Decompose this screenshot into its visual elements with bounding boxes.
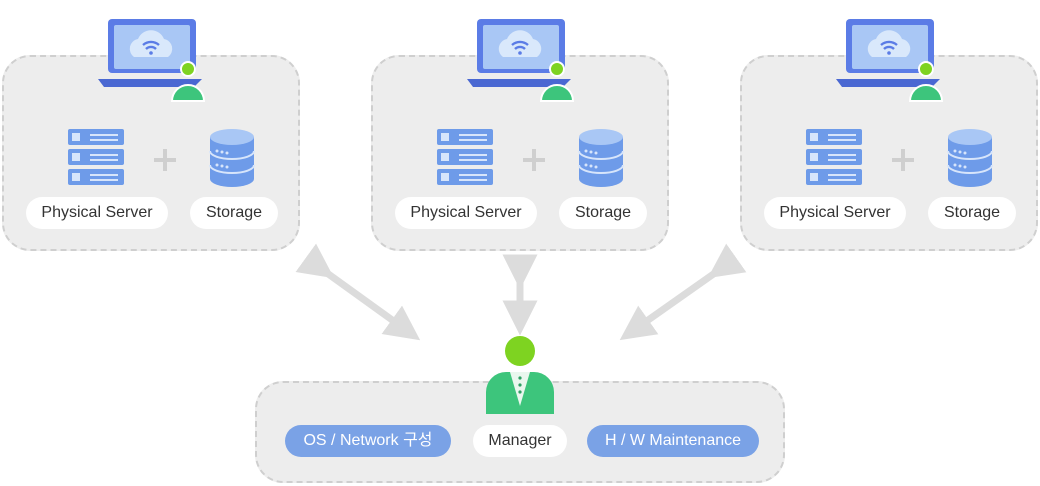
plus-icon bbox=[154, 149, 176, 171]
site-card-2: Physical Server Storage bbox=[371, 19, 669, 251]
user-badge-icon bbox=[539, 84, 575, 102]
storage-label: Storage bbox=[928, 197, 1016, 229]
server-rack-icon bbox=[437, 129, 493, 185]
bidirectional-arrow-icon bbox=[295, 243, 421, 341]
site-card-3: Physical Server Storage bbox=[740, 19, 1038, 251]
laptop-cloud-icon bbox=[836, 19, 944, 102]
storage-label: Storage bbox=[190, 197, 278, 229]
database-icon bbox=[947, 129, 993, 187]
server-rack-icon bbox=[68, 129, 124, 185]
laptop-cloud-icon bbox=[467, 19, 575, 102]
physical-server-label: Physical Server bbox=[26, 197, 168, 229]
manager-icon bbox=[486, 336, 554, 414]
user-badge-icon bbox=[170, 84, 206, 102]
user-badge-icon bbox=[908, 84, 944, 102]
hw-maintenance-label: H / W Maintenance bbox=[587, 425, 759, 457]
manager-label: Manager bbox=[473, 425, 567, 457]
physical-server-label: Physical Server bbox=[764, 197, 906, 229]
storage-label: Storage bbox=[559, 197, 647, 229]
site-card-1: Physical Server Storage bbox=[2, 19, 300, 251]
database-icon bbox=[209, 129, 255, 187]
laptop-cloud-icon bbox=[98, 19, 206, 102]
bidirectional-arrow-icon bbox=[619, 243, 747, 341]
plus-icon bbox=[523, 149, 545, 171]
database-icon bbox=[578, 129, 624, 187]
physical-server-label: Physical Server bbox=[395, 197, 537, 229]
plus-icon bbox=[892, 149, 914, 171]
os-network-label: OS / Network 구성 bbox=[285, 425, 451, 457]
server-rack-icon bbox=[806, 129, 862, 185]
